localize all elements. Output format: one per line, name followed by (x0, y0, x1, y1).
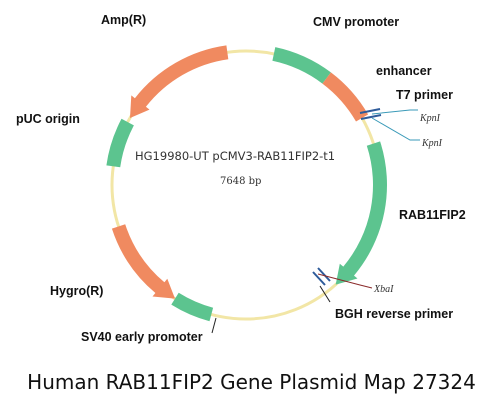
bgh-primer-label: BGH reverse primer (335, 307, 453, 321)
bgh-leader (319, 285, 331, 303)
amp-label: Amp(R) (101, 13, 146, 27)
cmv-promoter-arc[interactable] (272, 47, 331, 84)
enhancer-label: enhancer (376, 64, 432, 78)
figure-caption: Human RAB11FIP2 Gene Plasmid Map 27324 (27, 370, 476, 394)
plasmid-size: 7648 bp (220, 176, 261, 187)
kpn1-site-line (371, 109, 418, 115)
t7-primer-marker[interactable] (359, 108, 382, 120)
kpn1-site-label: KpnI (419, 113, 441, 124)
bgh-primer-marker[interactable] (312, 267, 331, 286)
xba-site-line (317, 273, 373, 289)
rab11fip2-label: RAB11FIP2 (399, 208, 466, 222)
xba-site-label: XbaI (373, 284, 394, 295)
sv40-leader (211, 317, 217, 334)
hygro-arrow[interactable] (111, 224, 175, 299)
sv40-promoter-arc[interactable] (171, 292, 214, 322)
cmv-promoter-label: CMV promoter (313, 15, 399, 29)
puc-origin-arc[interactable] (106, 118, 134, 168)
kpn2-site-line (371, 117, 420, 141)
amp-arrow[interactable] (130, 45, 229, 118)
hygro-label: Hygro(R) (50, 284, 103, 298)
enhancer-arc[interactable] (322, 72, 369, 122)
rab11fip2-arrow[interactable] (335, 141, 387, 285)
sv40-promoter-label: SV40 early promoter (81, 330, 203, 344)
t7-primer-label: T7 primer (396, 88, 453, 102)
plasmid-name: HG19980-UT pCMV3-RAB11FIP2-t1 (135, 149, 335, 163)
kpn2-site-label: KpnI (421, 138, 443, 149)
puc-origin-label: pUC origin (16, 112, 80, 126)
